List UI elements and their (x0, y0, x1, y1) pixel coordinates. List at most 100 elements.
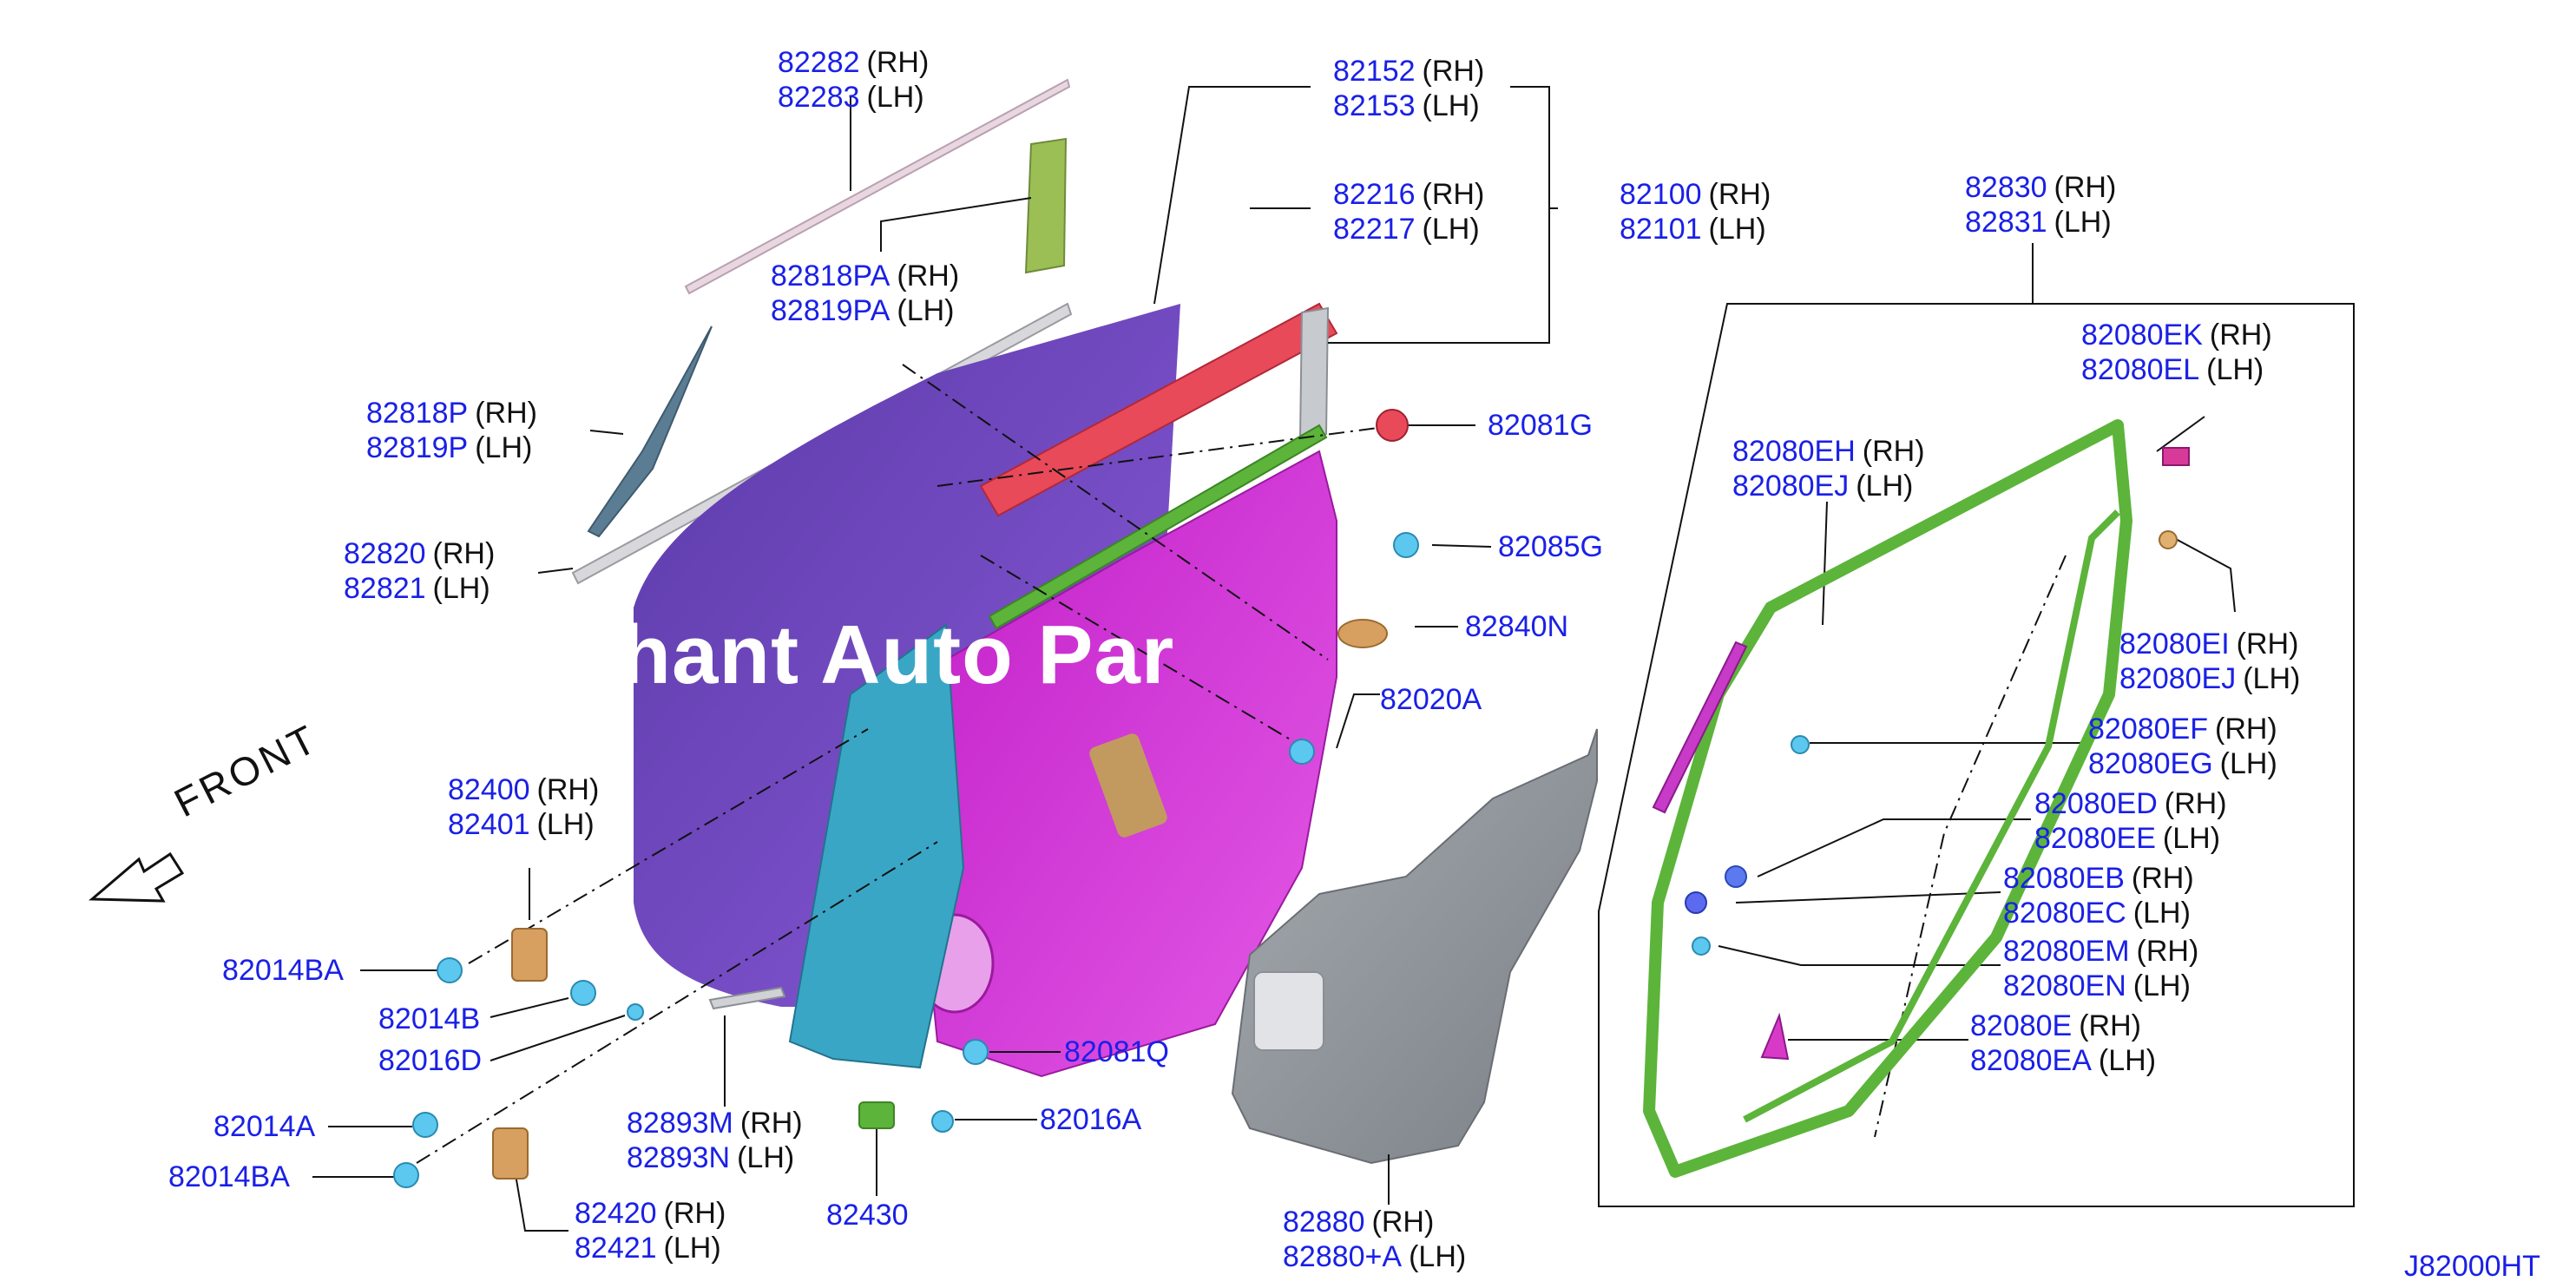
part-label-line: 82893N(LH) (627, 1140, 803, 1175)
part-number: 82216 (1333, 178, 1416, 211)
part-label: 82282(RH)82283(LH) (778, 45, 929, 115)
side-indicator: (RH) (897, 260, 960, 292)
side-indicator: (LH) (2243, 662, 2301, 695)
part-label-line: 82819PA(LH) (771, 293, 959, 328)
part-number: 82014BA (222, 954, 344, 987)
part-label-line: 82020A (1380, 682, 1482, 717)
part-label-line: 82080ED(RH) (2034, 786, 2227, 821)
side-indicator: (RH) (2215, 713, 2277, 746)
side-indicator: (RH) (2164, 787, 2227, 820)
part-label-line: 82081Q (1064, 1035, 1169, 1069)
part-label-line: 82819P(LH) (366, 430, 537, 465)
part-number: 82830 (1965, 171, 2047, 204)
part-number: 82421 (575, 1232, 657, 1265)
part-label-line: 82880+A(LH) (1283, 1239, 1466, 1274)
part-label-line: 82880(RH) (1283, 1205, 1466, 1239)
part-label: 82081Q (1064, 1035, 1169, 1069)
side-indicator: (LH) (2054, 206, 2112, 239)
clip-82016a (931, 1110, 954, 1133)
part-label: 82820(RH)82821(LH) (344, 536, 495, 606)
side-indicator: (LH) (2219, 747, 2277, 780)
leader-82420 (511, 1153, 568, 1232)
hinge-pillar (788, 623, 965, 1069)
side-indicator: (LH) (1856, 470, 1914, 503)
part-number: 82880+A (1283, 1240, 1403, 1273)
part-label-line: 82840N (1465, 609, 1568, 644)
side-indicator: (RH) (1708, 178, 1771, 211)
leader-82014b (490, 997, 569, 1018)
part-label: 82080EF(RH)82080EG(LH) (2088, 712, 2277, 781)
part-label-line: 82080EL(LH) (2081, 352, 2272, 387)
part-number: 82080EK (2081, 319, 2203, 352)
part-label-line: 82081G (1488, 408, 1593, 443)
part-number: 82014B (378, 1002, 481, 1035)
part-number: 82080EC (2003, 897, 2126, 930)
door-weatherstrip (1643, 419, 2132, 1178)
part-label-line: 82080EJ(LH) (1732, 469, 1925, 503)
part-label-line: 82821(LH) (344, 571, 495, 606)
part-number: 82080EH (1732, 435, 1856, 468)
part-number: 82893N (627, 1141, 731, 1174)
door-glass (587, 325, 713, 538)
part-number: 82818PA (771, 260, 890, 292)
door-inner-panel (915, 450, 1337, 1078)
part-number: 82080ED (2034, 787, 2158, 820)
part-label: 82893M(RH)82893N(LH) (627, 1106, 803, 1175)
part-label-line: 82152(RH) (1333, 54, 1484, 89)
part-label-line: 82080EG(LH) (2088, 746, 2277, 781)
part-label-line: 82421(LH) (575, 1231, 726, 1265)
part-number: 82101 (1620, 213, 1702, 246)
side-indicator: (LH) (663, 1232, 721, 1265)
leader-82818pa (880, 197, 1032, 252)
part-number: 82016D (378, 1044, 483, 1077)
side-indicator: (RH) (1422, 178, 1485, 211)
watermark: chant Auto Par (573, 608, 1175, 701)
assembly-line-a (902, 364, 1329, 660)
part-number: 82100 (1620, 178, 1702, 211)
side-indicator: (RH) (2131, 862, 2194, 895)
part-label: 82840N (1465, 609, 1568, 644)
part-label-line: 82216(RH) (1333, 177, 1484, 212)
part-label: 82430 (826, 1198, 909, 1232)
part-label: 82818P(RH)82819P(LH) (366, 396, 537, 465)
part-label: 82216(RH)82217(LH) (1333, 177, 1484, 246)
part-label-line: 82820(RH) (344, 536, 495, 571)
part-label: 82080E(RH)82080EA(LH) (1970, 1009, 2156, 1078)
part-number: 82080EB (2003, 862, 2125, 895)
part-number: 82818P (366, 397, 469, 430)
assembly-line-c (936, 424, 1398, 487)
part-label: 82152(RH)82153(LH) (1333, 54, 1484, 123)
part-number: 82020A (1380, 683, 1482, 716)
part-number: 82217 (1333, 213, 1416, 246)
clip-82080ed (1725, 865, 1747, 888)
part-label-line: 82217(LH) (1333, 212, 1484, 246)
clip-82080ei (2159, 530, 2178, 549)
part-number: 82085G (1498, 530, 1603, 563)
part-label: 82080EI(RH)82080EJ(LH) (2119, 627, 2300, 696)
part-number: 82400 (448, 773, 530, 806)
leader-82100 (1328, 86, 1558, 344)
part-number: 82080EN (2003, 969, 2126, 1002)
part-label-line: 82080E(RH) (1970, 1009, 2156, 1043)
side-indicator: (LH) (536, 808, 595, 841)
side-indicator: (RH) (475, 397, 537, 430)
part-number: 82819PA (771, 294, 890, 327)
side-indicator: (LH) (2206, 353, 2264, 386)
plug-82081q (963, 1039, 989, 1065)
part-number: 82080E (1970, 1009, 2073, 1042)
side-indicator: (LH) (1422, 213, 1480, 246)
quarter-glass-upper (1024, 137, 1068, 274)
leader-82020a (1336, 693, 1380, 749)
part-number: 82016A (1040, 1103, 1142, 1136)
part-number: 82080EG (2088, 747, 2213, 780)
bolt-82014a (412, 1112, 438, 1138)
leader-82080eb (1735, 891, 2001, 904)
clip-82080ek (2162, 447, 2190, 466)
leader-82080ed (1757, 818, 2031, 877)
side-indicator: (LH) (475, 431, 533, 464)
clip-82080e (1760, 1012, 1790, 1061)
part-label-line: 82400(RH) (448, 772, 599, 807)
side-indicator: (LH) (2132, 897, 2191, 930)
belt-weatherstrip (988, 424, 1328, 630)
side-indicator: (RH) (2136, 935, 2199, 968)
